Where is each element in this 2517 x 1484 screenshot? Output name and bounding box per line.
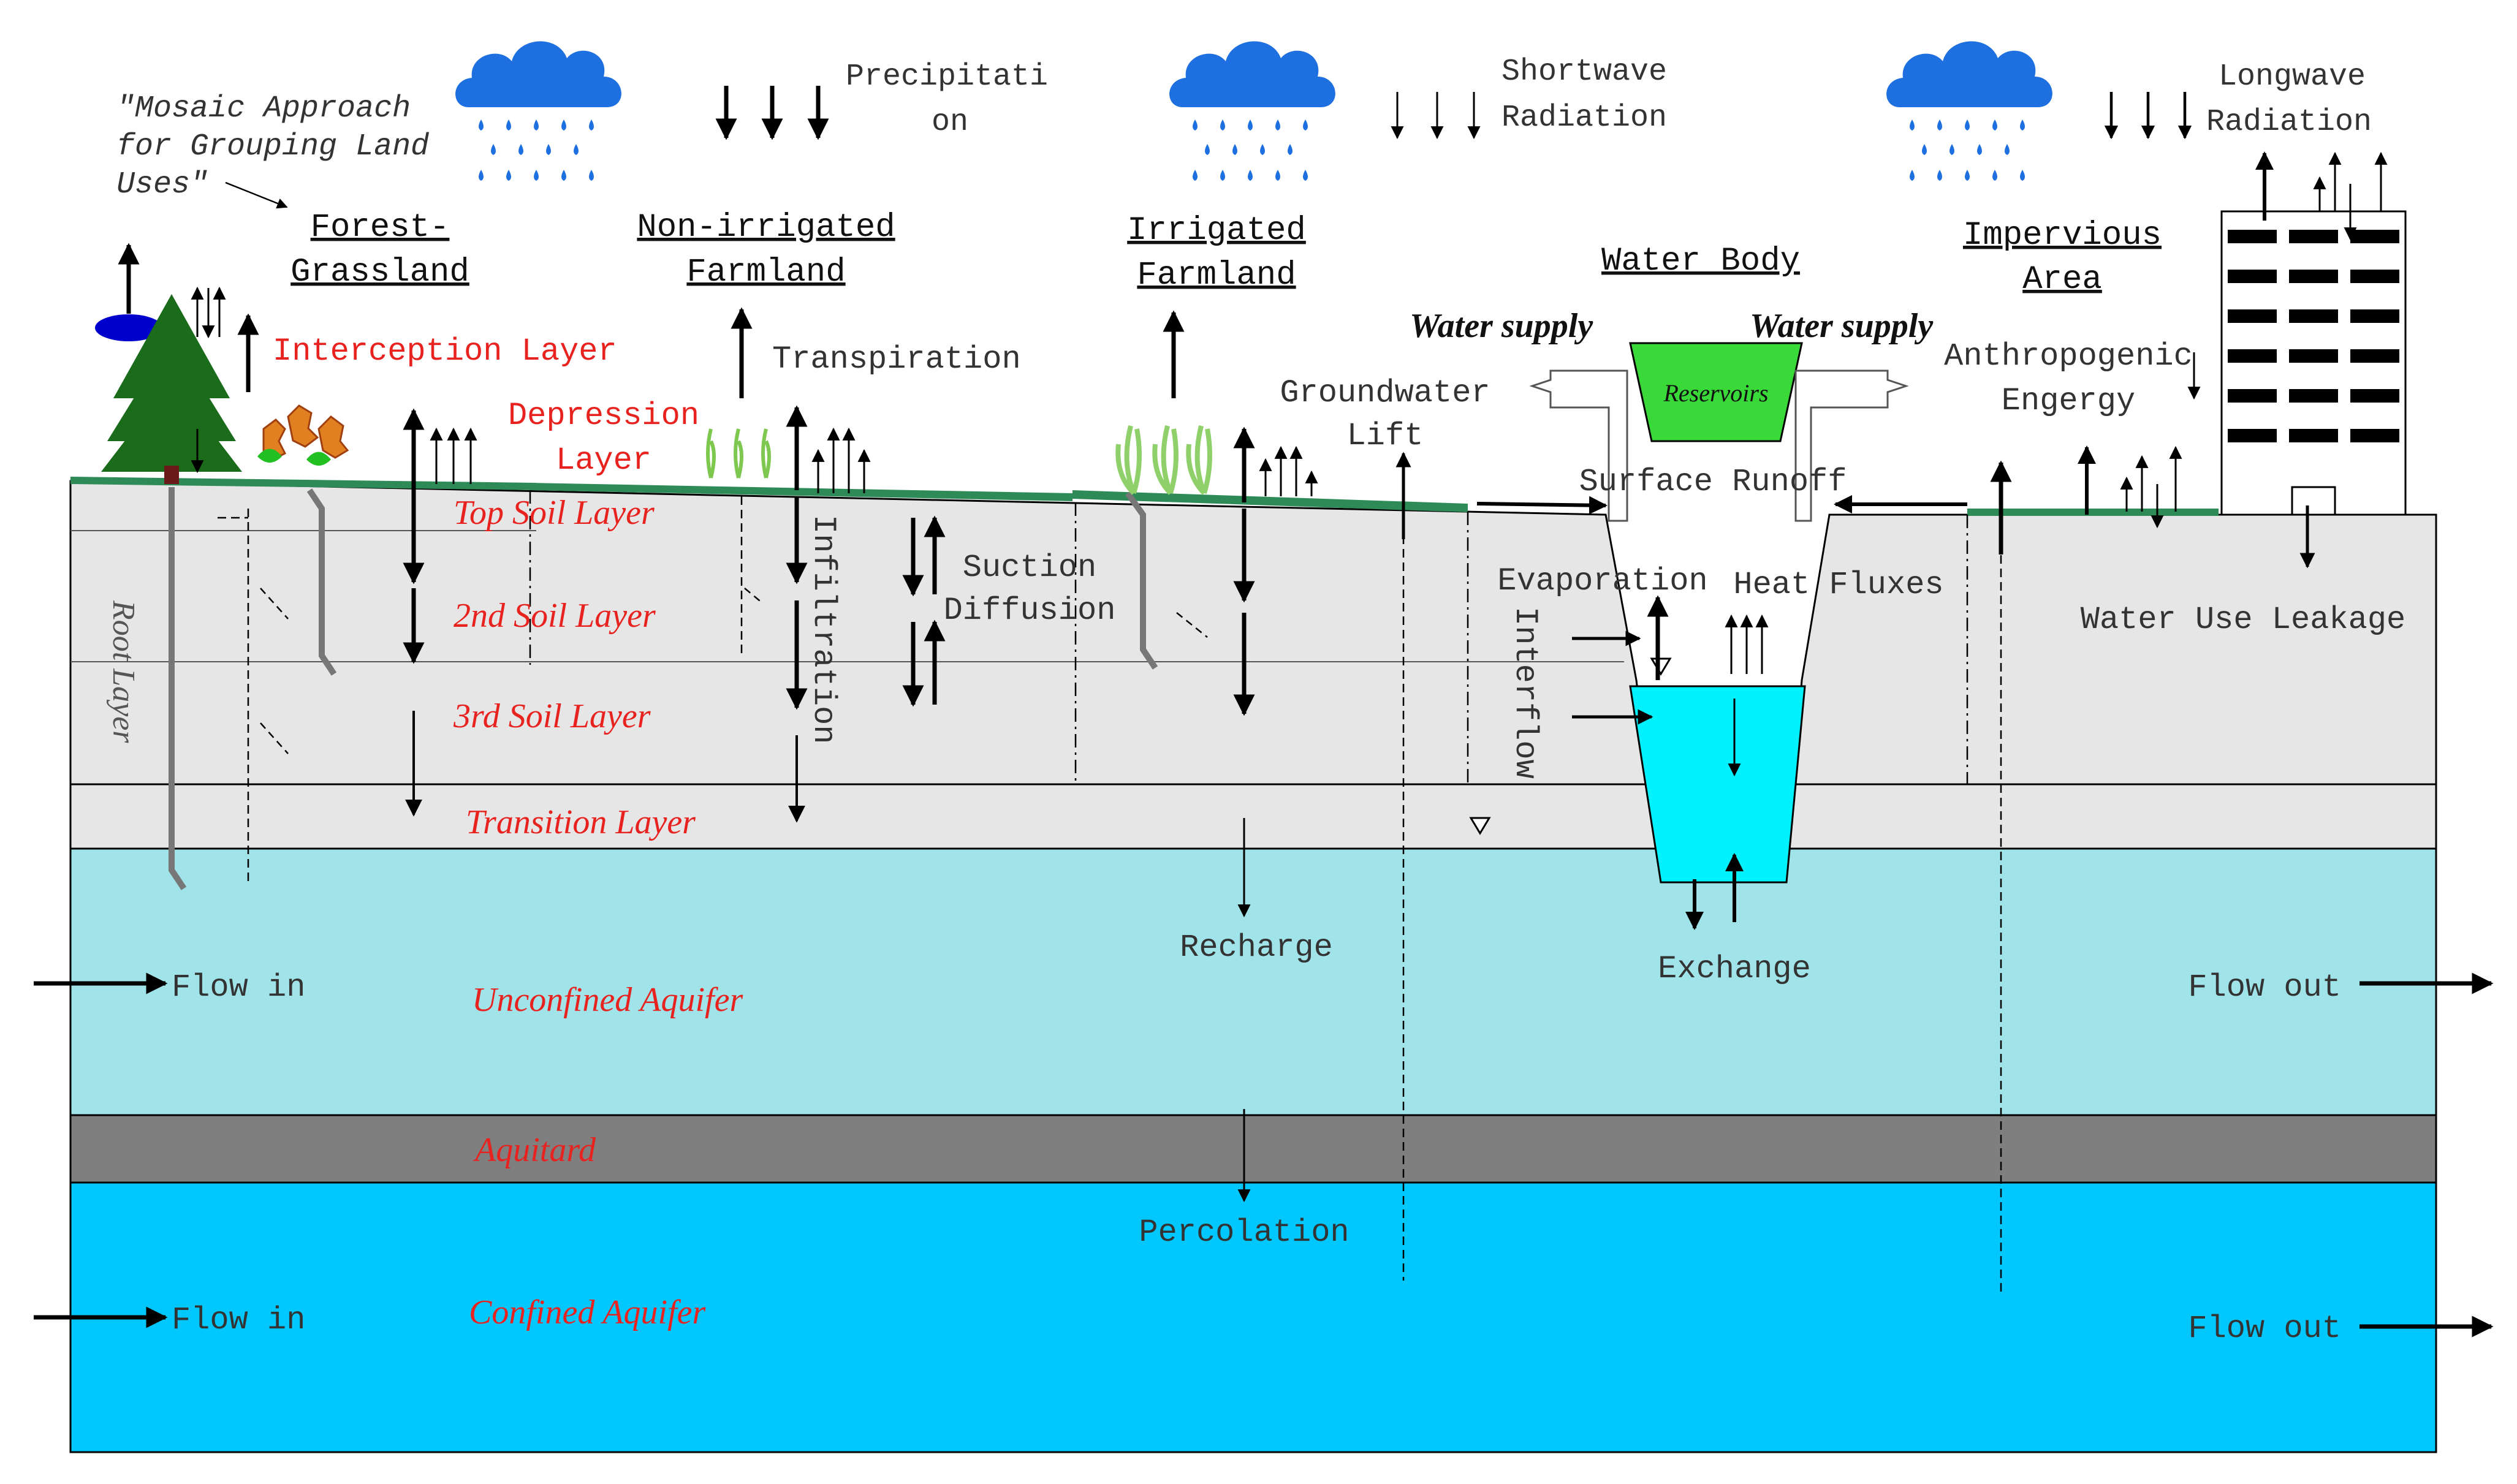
longwave-label-line1: Longwave (2219, 59, 2366, 94)
layer-labels-lower: Top Soil Layer 2nd Soil Layer 3rd Soil L… (453, 494, 743, 1331)
rain-cloud-icon (455, 41, 621, 181)
irrigated-title-line1: Irrigated (1127, 212, 1306, 249)
flow-in-label-aquifer: Flow in (172, 969, 305, 1005)
rain-cloud-icon (1886, 41, 2052, 181)
land-use-titles: Forest- Grassland Non-irrigated Farmland… (290, 209, 2162, 298)
confined-aquifer (69, 1181, 2437, 1453)
mosaic-note-line1: ″Mosaic Approach (116, 91, 411, 126)
process-labels: Transpiration Infiltration Suction Diffu… (172, 338, 2405, 1347)
precipitation-label-line2: on (932, 105, 968, 140)
water-use-leakage-label: Water Use Leakage (2081, 602, 2406, 638)
water-body-title: Water Body (1601, 243, 1800, 280)
reservoirs-label: Reservoirs (1663, 379, 1768, 407)
root-lines (169, 487, 1158, 890)
aquitard (69, 1114, 2437, 1184)
suction-label-line1: Suction (963, 550, 1096, 586)
surface-runoff-label: Surface Runoff (1579, 464, 1847, 500)
non-irrigated-title-line2: Farmland (686, 254, 845, 291)
interception-layer-label: Interception Layer (273, 333, 617, 369)
tree-icon (95, 294, 242, 484)
anthropogenic-label-line2: Engergy (2002, 383, 2135, 419)
water-supply-left-label: Water supply (1410, 307, 1593, 345)
building-icon (2220, 210, 2407, 516)
mosaic-note-line3: Uses″ (116, 167, 208, 202)
water-supply-right-label: Water supply (1750, 307, 1934, 345)
exchange-label: Exchange (1658, 951, 1811, 987)
non-irrigated-title-line1: Non-irrigated (637, 209, 895, 246)
infiltration-label: Infiltration (805, 515, 841, 744)
impervious-title-line2: Area (2022, 261, 2102, 298)
anthropogenic-label-line1: Anthropogenic (1944, 338, 2193, 374)
shortwave-label-line1: Shortwave (1501, 55, 1667, 89)
soil-zone (69, 480, 2437, 880)
downward-arrows-group (225, 86, 2192, 209)
aquitard-label: Aquitard (473, 1131, 596, 1169)
flow-out-label-aquifer: Flow out (2188, 969, 2341, 1005)
depression-layer-label-line2: Layer (556, 442, 651, 479)
impervious-title-line1: Impervious (1963, 217, 2162, 254)
transpiration-label: Transpiration (772, 341, 1021, 377)
flux-arrows (34, 151, 2494, 1338)
root-layer-label: Root Layer (106, 600, 141, 743)
heat-fluxes-label: Heat Fluxes (1733, 567, 1943, 603)
groundwater-lift-label-line1: Groundwater (1280, 375, 1490, 411)
suction-label-line2: Diffusion (944, 592, 1116, 629)
unconfined-aquifer (69, 847, 2437, 1116)
ground-layers (69, 480, 2437, 1453)
crop-icon (1115, 425, 1212, 495)
flow-out-label-confined: Flow out (2188, 1311, 2341, 1347)
groundwater-lift-label-line2: Lift (1347, 418, 1424, 454)
top-soil-layer-label: Top Soil Layer (454, 494, 655, 532)
longwave-label-line2: Radiation (2206, 105, 2372, 140)
water-supply-labels: Water supply Water supply (1410, 307, 1934, 345)
recharge-label: Recharge (1180, 929, 1333, 966)
reservoir-icon (1629, 342, 1803, 442)
interflow-label: Interflow (1507, 607, 1543, 779)
rain-cloud-icon (1169, 41, 1335, 181)
forest-title-line1: Forest- (311, 209, 450, 246)
column-separators (218, 490, 2002, 1293)
shrub-icon (257, 404, 349, 466)
header-labels: ″Mosaic Approach for Grouping Land Uses″… (116, 55, 2372, 202)
confined-aquifer-label: Confined Aquifer (469, 1293, 705, 1331)
second-soil-layer-label: 2nd Soil Layer (454, 597, 656, 635)
flow-in-label-confined: Flow in (172, 1302, 305, 1338)
forest-title-line2: Grassland (290, 254, 469, 291)
precipitation-label-line1: Precipitati (846, 59, 1048, 94)
mosaic-note-line2: for Grouping Land (116, 129, 429, 164)
shortwave-label-line2: Radiation (1501, 100, 1667, 135)
layer-labels-upper: Interception Layer Depression Layer (273, 333, 699, 479)
percolation-label: Percolation (1139, 1214, 1349, 1251)
evaporation-label: Evaporation (1497, 563, 1707, 599)
river-channel-water (1629, 685, 1806, 884)
depression-layer-label-line1: Depression (508, 398, 699, 434)
third-soil-layer-label: 3rd Soil Layer (453, 697, 651, 735)
water-supply-pipes (1529, 369, 1909, 522)
crop-icon (706, 428, 771, 479)
transition-layer-label: Transition Layer (466, 803, 696, 841)
irrigated-title-line2: Farmland (1137, 257, 1296, 294)
land-surface (70, 477, 1468, 512)
unconfined-aquifer-label: Unconfined Aquifer (472, 981, 743, 1019)
